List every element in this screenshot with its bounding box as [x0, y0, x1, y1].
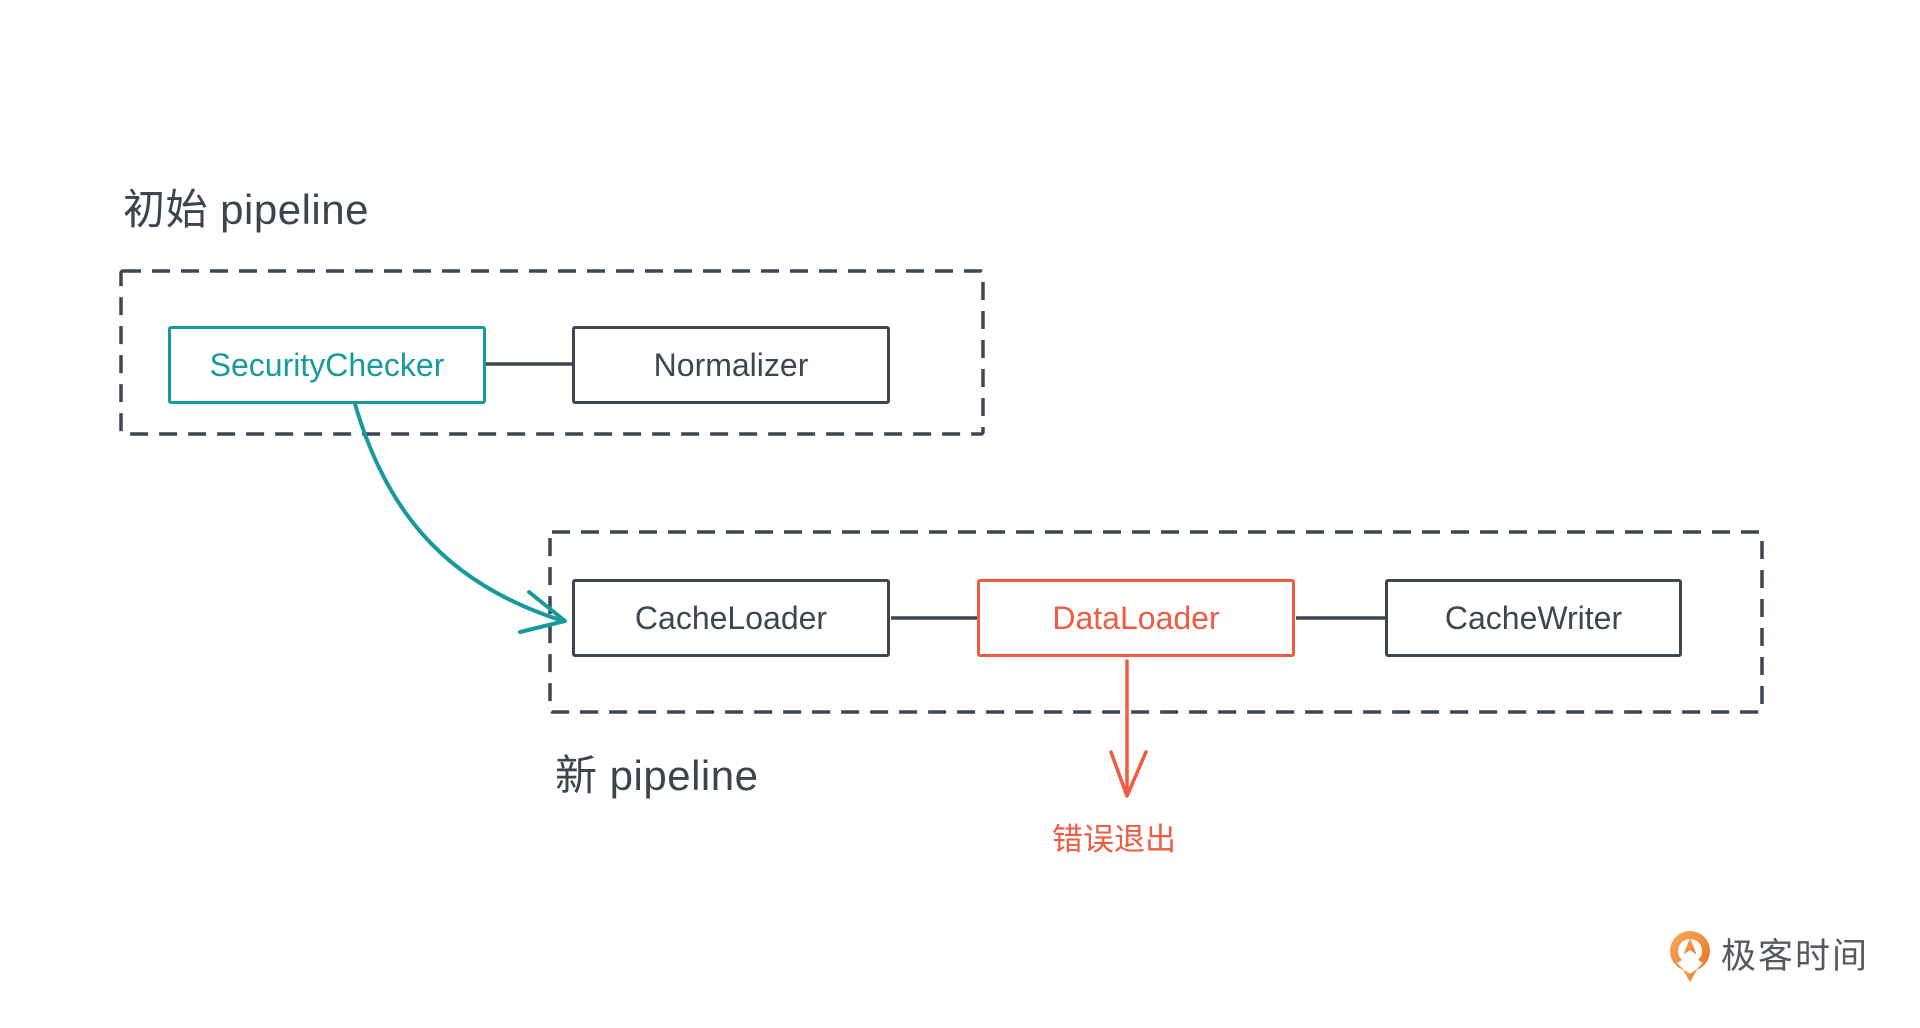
move-arrow — [353, 402, 567, 634]
node-dataloader: DataLoader — [977, 579, 1295, 657]
node-cacheloader: CacheLoader — [572, 579, 890, 657]
node-normalizer: Normalizer — [572, 326, 890, 404]
node-cachewriter: CacheWriter — [1385, 579, 1682, 657]
node-securitychecker-label: SecurityChecker — [209, 346, 445, 383]
move-arrow-shaft — [353, 402, 562, 622]
node-cachewriter-label: CacheWriter — [1444, 599, 1623, 636]
new-pipeline-title: 新 pipeline — [555, 752, 759, 799]
initial-pipeline-title: 初始 pipeline — [123, 186, 369, 233]
geektime-logo-icon — [1670, 930, 1710, 982]
node-cacheloader-label: CacheLoader — [634, 599, 828, 636]
node-dataloader-label: DataLoader — [1052, 599, 1220, 636]
move-arrow-head-icon — [518, 590, 567, 634]
error-exit-arrow-head-icon — [1109, 750, 1148, 798]
node-normalizer-label: Normalizer — [653, 346, 809, 383]
error-exit-label: 错误退出 — [1052, 822, 1176, 857]
error-exit-arrow — [1109, 659, 1148, 798]
brand-logo: 极客时间 — [1668, 928, 1869, 985]
brand-logo-text: 极客时间 — [1721, 937, 1870, 976]
node-securitychecker: SecurityChecker — [168, 326, 486, 404]
